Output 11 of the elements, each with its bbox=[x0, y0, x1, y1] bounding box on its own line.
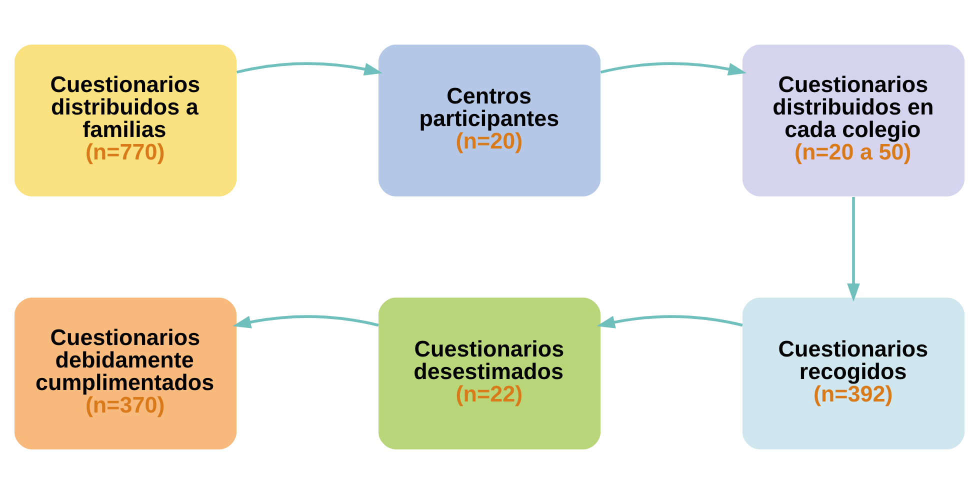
node-box: Centros participantes (n=20) bbox=[378, 44, 601, 196]
node-box: Cuestionarios distribuidos en cada colegio (n=20 a 50) bbox=[742, 44, 965, 196]
arrow bbox=[600, 62, 747, 75]
node-box: Cuestionarios desestimados (n=22) bbox=[378, 297, 601, 449]
arrow bbox=[596, 314, 743, 328]
node-box: Cuestionarios distribuidos a familias (n=770) bbox=[14, 44, 237, 196]
arrow bbox=[847, 196, 860, 302]
node-box: Cuestionarios debidamente cumplimentados (n=370) bbox=[14, 297, 237, 449]
arrow bbox=[236, 62, 383, 75]
node-box: Cuestionarios recogidos (n=392) bbox=[742, 297, 965, 449]
arrow bbox=[232, 314, 379, 328]
